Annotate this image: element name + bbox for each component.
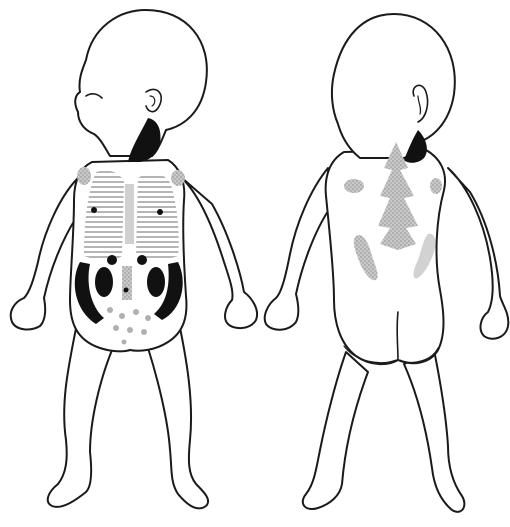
front-right-abdomen-region [147,267,165,297]
back-left-leg [303,352,368,509]
front-sternum-region [125,184,134,244]
back-right-shoulder-region [430,178,442,194]
front-left-shoulder-region [77,167,91,185]
front-navel [124,288,129,293]
back-head [332,14,455,158]
front-upper-left-spot [107,255,117,265]
back-view [265,14,509,512]
front-midline-region [122,266,132,300]
back-right-leg [404,350,464,512]
front-right-arm [182,178,257,328]
front-upper-right-spot [137,255,147,265]
back-left-shoulder-region [344,179,364,193]
front-left-nipple [91,207,97,213]
back-left-arm [265,168,330,330]
front-right-nipple [157,209,163,215]
front-view [11,10,257,508]
back-right-arm [448,168,508,339]
front-left-abdomen-region [95,267,113,297]
front-right-shoulder-region [171,170,185,186]
front-left-arm [11,178,78,329]
back-buttock-crease [397,312,398,360]
